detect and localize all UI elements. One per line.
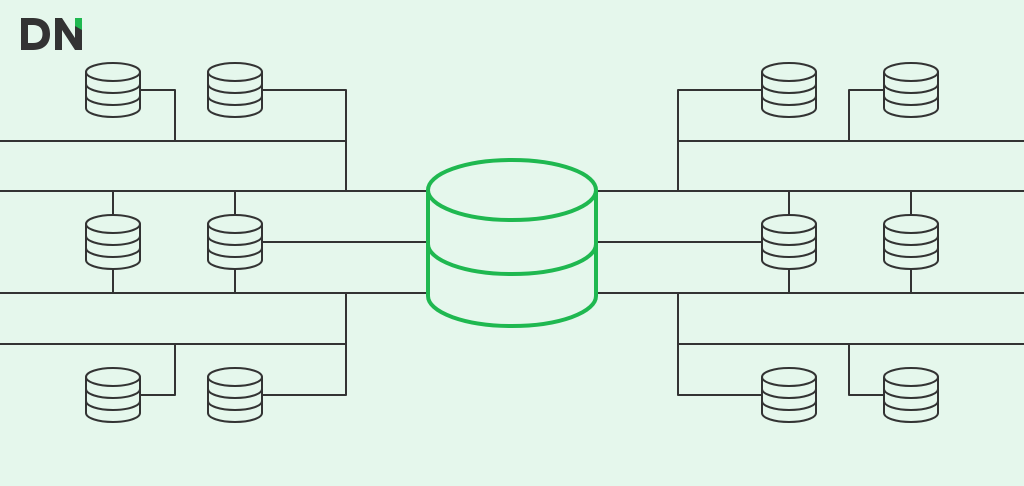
database-right-5 [761, 367, 817, 423]
database-left-1 [207, 62, 263, 118]
database-left-0 [85, 62, 141, 118]
database-band-1 [761, 388, 817, 399]
database-left-3 [207, 214, 263, 270]
database-band-2 [85, 247, 141, 258]
database-icon [883, 72, 939, 118]
database-icon [207, 377, 263, 423]
logo-accent [75, 18, 82, 30]
central-database-icon [426, 158, 598, 328]
database-band-2 [85, 400, 141, 411]
database-top [761, 214, 817, 234]
connector-left-12 [262, 293, 347, 396]
database-right-4 [883, 367, 939, 423]
database-icon [883, 224, 939, 270]
connector-left-5 [262, 89, 347, 191]
database-band-1 [883, 83, 939, 94]
database-icon [85, 224, 141, 270]
database-icon [85, 72, 141, 118]
database-band-1 [761, 83, 817, 94]
database-top [883, 214, 939, 234]
connector-left-4 [140, 89, 176, 141]
database-band-2 [761, 247, 817, 258]
connector-lines [0, 89, 1024, 396]
database-top [85, 62, 141, 82]
database-icon [85, 377, 141, 423]
database-band-1 [85, 388, 141, 399]
central-database-top [426, 158, 598, 222]
database-band-1 [207, 83, 263, 94]
database-band-1 [207, 388, 263, 399]
peripheral-databases [85, 62, 939, 423]
logo-mark [21, 18, 82, 50]
database-band-2 [761, 95, 817, 106]
database-top [883, 62, 939, 82]
central-database [426, 158, 598, 328]
connector-right-12 [677, 293, 762, 396]
database-top [207, 62, 263, 82]
connector-right-4 [848, 89, 884, 141]
database-top [761, 62, 817, 82]
database-band-1 [207, 235, 263, 246]
database-top [85, 214, 141, 234]
brand-logo [17, 14, 87, 61]
database-top [85, 367, 141, 387]
database-left-5 [207, 367, 263, 423]
connector-right-11 [848, 344, 884, 396]
database-band-1 [85, 235, 141, 246]
database-icon [207, 224, 263, 270]
database-icon [761, 224, 817, 270]
database-band-2 [207, 247, 263, 258]
database-band-2 [85, 95, 141, 106]
database-icon [883, 377, 939, 423]
database-band-1 [85, 83, 141, 94]
database-top [883, 367, 939, 387]
database-icon [761, 377, 817, 423]
database-band-1 [761, 235, 817, 246]
database-band-2 [207, 400, 263, 411]
database-band-1 [883, 235, 939, 246]
connector-left-11 [140, 344, 176, 396]
database-right-2 [883, 214, 939, 270]
central-database-band [426, 243, 598, 276]
database-icon [207, 72, 263, 118]
database-left-2 [85, 214, 141, 270]
database-right-0 [883, 62, 939, 118]
database-right-1 [761, 62, 817, 118]
database-right-3 [761, 214, 817, 270]
central-database-body [426, 190, 598, 328]
connector-right-5 [677, 89, 762, 191]
database-band-2 [761, 400, 817, 411]
database-icon [761, 72, 817, 118]
database-top [761, 367, 817, 387]
database-band-2 [207, 95, 263, 106]
database-band-2 [883, 95, 939, 106]
database-band-2 [883, 400, 939, 411]
database-top [207, 214, 263, 234]
logo-letter-d [21, 18, 50, 50]
database-band-1 [883, 388, 939, 399]
database-top [207, 367, 263, 387]
database-band-2 [883, 247, 939, 258]
database-left-4 [85, 367, 141, 423]
